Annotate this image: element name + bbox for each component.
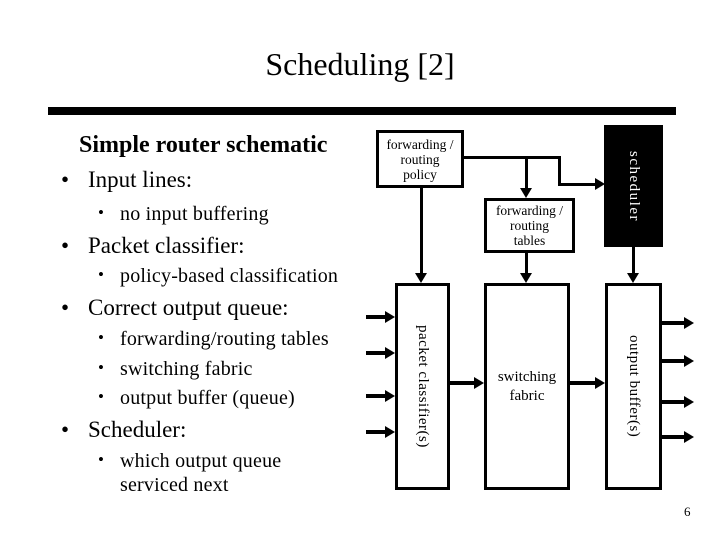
bullet-text: Scheduler: [88, 417, 187, 442]
connector-line [450, 381, 476, 385]
bullet-text: forwarding/routing tables [120, 328, 329, 350]
connector-line [525, 156, 528, 189]
policy-box-line3: policy [403, 166, 437, 182]
switching-fabric-box: switching fabric [484, 283, 570, 490]
heading: Simple router schematic [79, 132, 328, 158]
output-arrowhead [684, 317, 694, 329]
page-number: 6 [684, 504, 691, 519]
bullet-text: policy-based classification [120, 265, 339, 287]
input-arrow-shaft [366, 394, 387, 398]
connector-line [558, 156, 561, 186]
scheduler-box-label: scheduler [626, 150, 642, 222]
arrowhead-into-buffer-top [627, 273, 639, 283]
arrowhead-into-tables [520, 188, 532, 198]
output-arrow-shaft [662, 400, 686, 404]
fabric-box-line1: switching [497, 368, 557, 385]
bullet-correct-output-queue: • Correct output queue: [48, 294, 393, 321]
arrowhead-into-scheduler [595, 178, 605, 190]
output-buffer-label: output buffer(s) [626, 335, 642, 438]
connector-line [464, 156, 561, 159]
bullet-text: switching fabric [120, 358, 253, 380]
arrowhead-into-fabric [474, 377, 484, 389]
arrowhead-into-classifier [415, 273, 427, 283]
bullet-policy-based: • policy-based classification [48, 264, 393, 288]
bullet-marker: • [61, 167, 70, 192]
input-arrow-shaft [366, 315, 387, 319]
input-arrowhead [385, 390, 395, 402]
bullet-marker: • [61, 417, 70, 442]
output-arrow-shaft [662, 321, 686, 325]
output-arrow-shaft [662, 359, 686, 363]
bullet-switching-fabric: • switching fabric [48, 357, 393, 381]
bullet-forwarding-routing-tables: • forwarding/routing tables [48, 327, 393, 351]
bullet-input-lines: • Input lines: [48, 166, 393, 193]
bullet-marker: • [98, 265, 105, 284]
policy-box: forwarding / routing policy [376, 130, 464, 188]
bullet-text: Input lines: [88, 167, 193, 192]
bullet-list: Simple router schematic • Input lines: •… [48, 131, 393, 497]
title-rule [48, 107, 676, 115]
input-arrowhead [385, 426, 395, 438]
bullet-packet-classifier: • Packet classifier: [48, 232, 393, 259]
arrowhead-into-fabric-top [520, 273, 532, 283]
bullet-marker: • [61, 295, 70, 320]
output-arrowhead [684, 355, 694, 367]
input-arrowhead [385, 347, 395, 359]
connector-line [570, 381, 597, 385]
bullet-text: no input buffering [120, 203, 269, 225]
output-arrowhead [684, 396, 694, 408]
output-buffer-box: output buffer(s) [605, 283, 662, 490]
bullet-marker: • [61, 233, 70, 258]
bullet-which-output-queue: • which output queue serviced next [48, 449, 290, 497]
bullet-text: Correct output queue: [88, 295, 289, 320]
bullet-marker: • [98, 387, 105, 406]
packet-classifier-box: packet classifier(s) [395, 283, 450, 490]
bullet-text: output buffer (queue) [120, 387, 295, 409]
policy-box-line1: forwarding / [386, 136, 454, 152]
input-arrow-shaft [366, 430, 387, 434]
bullet-scheduler: • Scheduler: [48, 416, 393, 443]
arrowhead-into-buffer [595, 377, 605, 389]
connector-line [525, 253, 528, 273]
bullet-text: which output queue serviced next [120, 450, 282, 496]
scheduler-box: scheduler [604, 125, 663, 247]
connector-line [558, 183, 595, 186]
tables-box-line2: routing [509, 218, 549, 233]
policy-box-line2: routing [400, 151, 440, 167]
tables-box: forwarding / routing tables [484, 198, 575, 253]
output-arrowhead [684, 431, 694, 443]
output-arrow-shaft [662, 435, 686, 439]
connector-line [420, 188, 423, 273]
tables-box-line3: tables [513, 233, 546, 248]
bullet-marker: • [98, 203, 105, 222]
input-arrowhead [385, 311, 395, 323]
bullet-marker: • [98, 328, 105, 347]
bullet-marker: • [98, 358, 105, 377]
bullet-no-input-buffering: • no input buffering [48, 202, 393, 226]
bullet-marker: • [98, 450, 105, 469]
bullet-output-buffer-queue: • output buffer (queue) [48, 386, 393, 410]
tables-box-line1: forwarding / [495, 203, 564, 218]
input-arrow-shaft [366, 351, 387, 355]
slide-title: Scheduling [2] [265, 46, 455, 82]
fabric-box-line2: fabric [509, 387, 545, 404]
connector-line [632, 247, 635, 273]
packet-classifier-label: packet classifier(s) [415, 325, 431, 448]
bullet-text: Packet classifier: [88, 233, 245, 258]
